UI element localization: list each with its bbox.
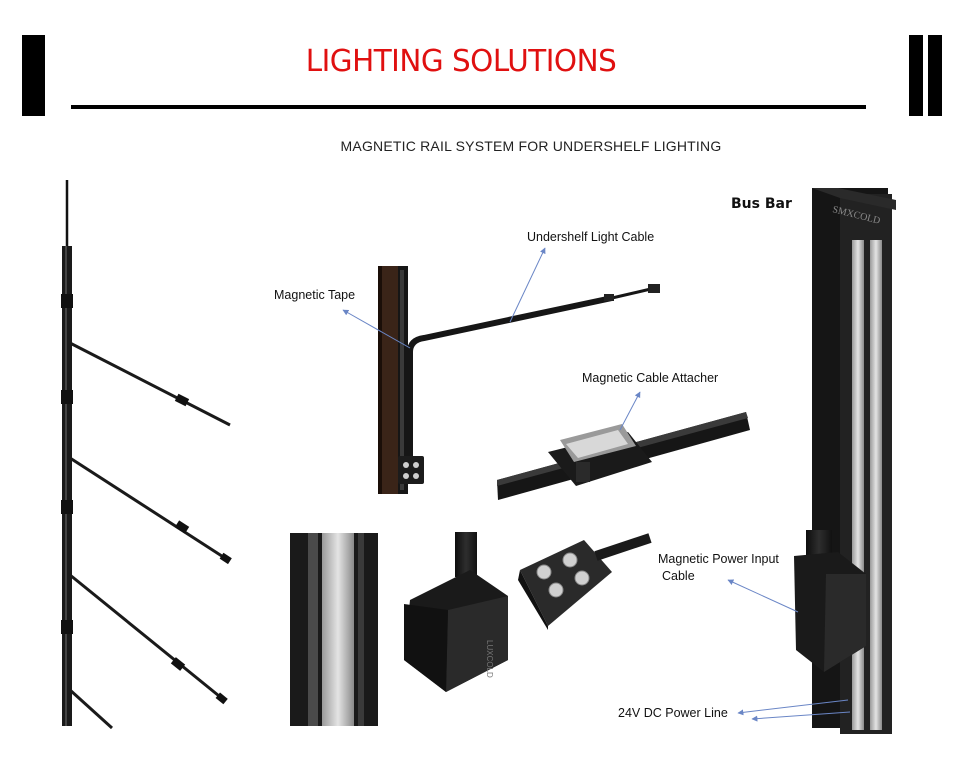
undershelf-light-cable-label: Undershelf Light Cable (527, 230, 655, 244)
bus-bar-label: Bus Bar (731, 196, 792, 212)
magnetic-tape-assembly (378, 266, 660, 494)
left-rail-assembly (61, 180, 232, 730)
magnetic-cable-attacher-label: Magnetic Cable Attacher (582, 371, 719, 385)
header-right-bar-1 (909, 35, 923, 116)
magnetic-power-input-cable-label-line2: Cable (662, 569, 695, 583)
cable-attacher-assembly (497, 412, 750, 500)
connector-brand-mark: LUXCOLD (485, 640, 494, 678)
magnetic-tape-label: Magnetic Tape (274, 288, 356, 302)
power-connector-closeup: LUXCOLD (404, 532, 652, 692)
rail-closeup (290, 533, 378, 726)
page-title: LIGHTING SOLUTIONS (305, 44, 617, 79)
header-left-bar (22, 35, 45, 116)
callout-arrows (342, 247, 851, 722)
title-divider (71, 105, 866, 109)
bus-bar-assembly: SMXCOLD (794, 188, 896, 734)
power-line-label: 24V DC Power Line (618, 706, 728, 720)
header-right-bar-2 (928, 35, 942, 116)
magnetic-power-input-cable-label: Magnetic Power Input (658, 552, 779, 566)
page-subtitle: MAGNETIC RAIL SYSTEM FOR UNDERSHELF LIGH… (340, 138, 722, 154)
